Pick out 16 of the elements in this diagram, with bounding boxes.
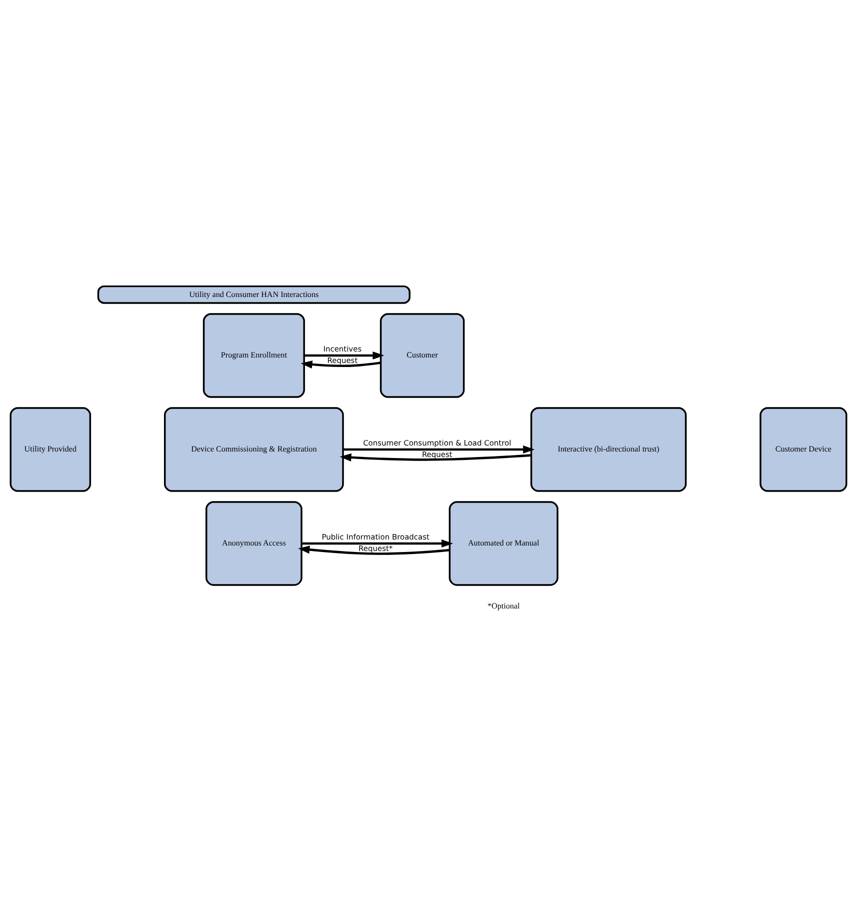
node-box: Customer Device — [760, 407, 848, 492]
node-box: Automated or Manual — [448, 501, 558, 586]
arrow — [298, 546, 450, 555]
node-box: Utility and Consumer HAN Interactions — [97, 285, 410, 304]
label: *Optional — [487, 601, 520, 610]
node-box: Customer — [380, 313, 465, 398]
arrow — [304, 351, 384, 360]
arrow — [300, 360, 381, 369]
node-box: Anonymous Access — [206, 501, 302, 586]
node-box: Interactive (bi-directional trust) — [530, 407, 687, 492]
node-box: Program Enrollment — [202, 313, 305, 398]
node-box: Utility Provided — [10, 407, 92, 492]
arrow — [340, 453, 532, 462]
arrow — [343, 445, 535, 454]
node-box: Device Commissioning & Registration — [164, 407, 344, 492]
arrow — [302, 539, 454, 548]
